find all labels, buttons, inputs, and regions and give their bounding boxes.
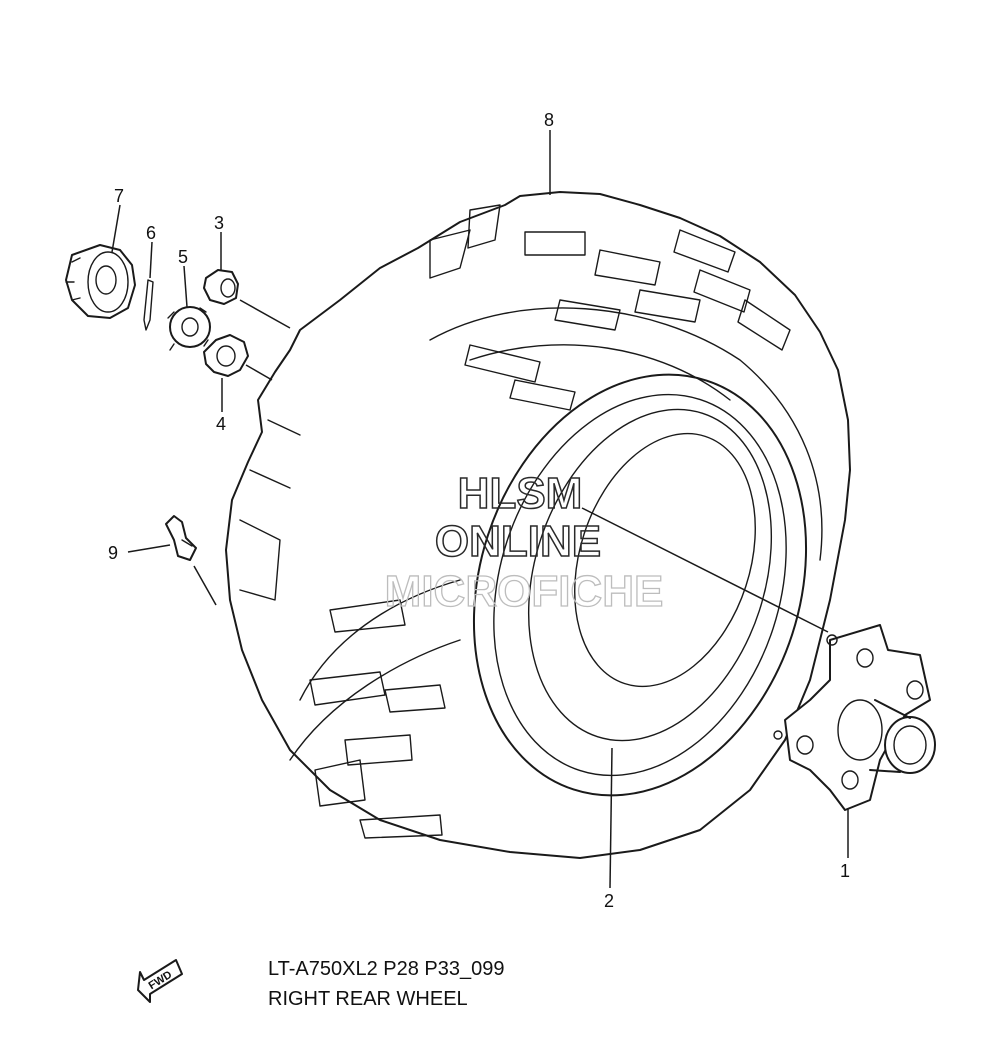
castle-nut[interactable] <box>167 306 211 351</box>
washer[interactable] <box>203 334 249 377</box>
nut[interactable] <box>203 269 239 305</box>
callout-1: 1 <box>840 861 850 881</box>
cap[interactable] <box>65 244 136 319</box>
callout-4: 4 <box>216 414 226 434</box>
watermark: HLSM ONLINE MICROFICHE <box>384 468 664 616</box>
watermark-line1: HLSM <box>458 469 583 518</box>
watermark-line3: MICROFICHE <box>385 567 664 616</box>
hub[interactable] <box>773 624 936 811</box>
watermark-line2: ONLINE <box>435 517 601 566</box>
callout-2: 2 <box>604 891 614 911</box>
valve[interactable] <box>165 515 197 561</box>
callout-9: 9 <box>108 543 118 563</box>
wheel-rim[interactable] <box>421 331 858 839</box>
diagram-title: RIGHT REAR WHEEL <box>268 988 468 1010</box>
callout-3: 3 <box>214 213 224 233</box>
forward-arrow-icon: FWD <box>137 959 183 1003</box>
callout-8: 8 <box>544 110 554 130</box>
callout-labels: 1 2 3 4 5 6 7 8 9 <box>108 110 850 911</box>
diagram-code: LT-A750XL2 P28 P33_099 <box>268 958 505 980</box>
callout-5: 5 <box>178 247 188 267</box>
leader-lines <box>111 130 849 889</box>
cotter-pin[interactable] <box>143 279 154 331</box>
callout-7: 7 <box>114 186 124 206</box>
callout-6: 6 <box>146 223 156 243</box>
